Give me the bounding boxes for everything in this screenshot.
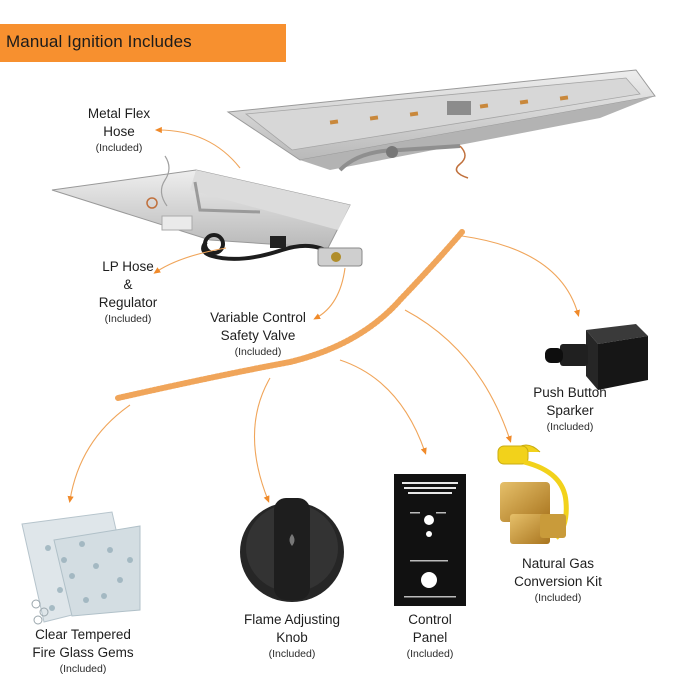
- label-conversion-kit: Natural Gas Conversion Kit (Included): [498, 555, 618, 605]
- conversion-kit-icon: [497, 444, 569, 544]
- label-flame-knob: Flame Adjusting Knob (Included): [233, 611, 351, 661]
- label-push-button-sparker: Push Button Sparker (Included): [515, 384, 625, 434]
- label-control-panel: Control Panel (Included): [384, 611, 476, 661]
- included-note: (Included): [59, 663, 107, 675]
- included-note: (Included): [268, 648, 316, 660]
- label-safety-valve: Variable Control Safety Valve (Included): [198, 309, 318, 359]
- included-note: (Included): [534, 592, 582, 604]
- arrow-flex-hose: [154, 126, 241, 169]
- pan-assembly-icon: [51, 155, 363, 267]
- header-banner: Manual Ignition Includes: [0, 24, 286, 62]
- arrow-control-panel: [339, 359, 427, 455]
- banner-title: Manual Ignition Includes: [6, 32, 192, 51]
- included-note: (Included): [406, 648, 454, 660]
- arrow-conversion-kit: [404, 309, 512, 443]
- label-fire-glass-gems: Clear Tempered Fire Glass Gems (Included…: [18, 626, 148, 676]
- arrow-safety-valve: [313, 267, 346, 320]
- included-note: (Included): [104, 313, 152, 325]
- included-note: (Included): [95, 142, 143, 154]
- burner-pan-icon: [226, 69, 656, 179]
- flame-squiggle-icon: [115, 229, 465, 401]
- arrow-lp-hose: [153, 247, 227, 274]
- arrow-gems: [67, 404, 131, 504]
- push-button-sparker-icon: [545, 324, 648, 390]
- arrow-knob: [253, 377, 271, 503]
- included-note: (Included): [234, 346, 282, 358]
- label-lp-hose-regulator: LP Hose & Regulator (Included): [75, 258, 181, 326]
- flame-knob-icon: [240, 498, 344, 602]
- included-note: (Included): [546, 421, 594, 433]
- control-panel-icon: [394, 474, 466, 606]
- arrow-sparker: [461, 235, 580, 317]
- label-metal-flex-hose: Metal Flex Hose (Included): [64, 105, 174, 155]
- fire-glass-gems-icon: [21, 511, 141, 625]
